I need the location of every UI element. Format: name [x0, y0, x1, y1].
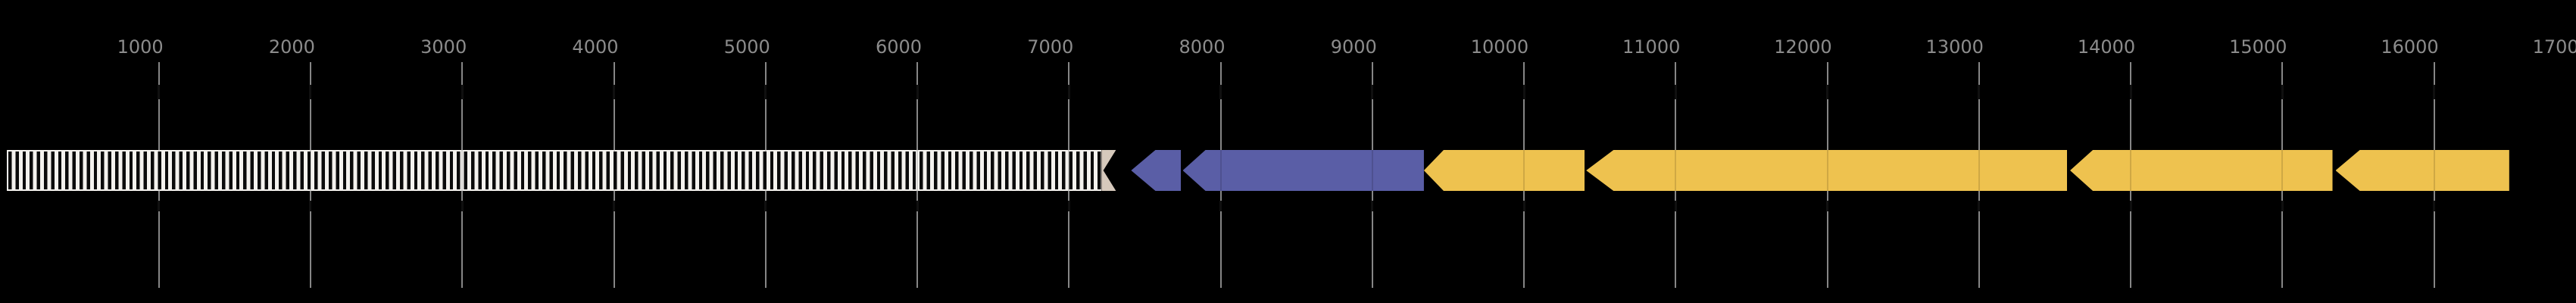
tick-mark-bottom [2129, 201, 2132, 211]
axis-tick-label: 12000 [1774, 36, 1832, 58]
tick-mark-top [2129, 85, 2132, 99]
tick-mark-bottom [1522, 201, 1525, 211]
axis-tick-label: 8000 [1179, 36, 1226, 58]
gene-arrow-2 [1182, 150, 1424, 191]
axis-tick-label: 14000 [2077, 36, 2136, 58]
gene-arrow-1 [1131, 150, 1182, 191]
gene-arrow-6 [2335, 150, 2509, 191]
tick-mark-bottom [1067, 201, 1070, 211]
axis-tick-label: 1000 [117, 36, 164, 58]
tick-mark-bottom [1219, 201, 1222, 211]
tick-mark-bottom [1674, 201, 1677, 211]
tick-mark-top [613, 85, 615, 99]
hatched-region [7, 150, 1102, 191]
tick-mark-top [1826, 85, 1829, 99]
tick-mark-top [2281, 85, 2284, 99]
gene-arrow-4 [1586, 150, 2068, 191]
tick-mark-bottom [916, 201, 919, 211]
tick-mark-top [158, 85, 161, 99]
axis-tick-label: 11000 [1622, 36, 1681, 58]
tick-mark-bottom [764, 201, 767, 211]
tick-mark-top [309, 85, 312, 99]
axis-tick-label: 3000 [420, 36, 467, 58]
tick-mark-bottom [158, 201, 161, 211]
gridline-feature-overlay [2130, 150, 2132, 191]
gridline-feature-overlay [1978, 150, 1980, 191]
axis-tick-label: 15000 [2229, 36, 2287, 58]
gridline-feature-overlay [1826, 150, 1828, 191]
gridline-feature-overlay [1523, 150, 1525, 191]
axis-tick-label: 2000 [268, 36, 315, 58]
gridline-feature-overlay [2281, 150, 2284, 191]
tick-mark-bottom [1826, 201, 1829, 211]
tick-mark-top [1219, 85, 1222, 99]
gridline-feature-overlay [309, 150, 311, 191]
axis-tick-label: 6000 [875, 36, 923, 58]
tick-mark-bottom [2281, 201, 2284, 211]
hatch-stripes [8, 152, 1102, 189]
tick-mark-bottom [613, 201, 615, 211]
gridline-feature-overlay [2433, 150, 2435, 191]
axis-tick-label: 4000 [572, 36, 619, 58]
tick-mark-top [916, 85, 919, 99]
tick-mark-bottom [461, 201, 464, 211]
tick-mark-bottom [2433, 201, 2436, 211]
axis-tick-label: 13000 [1925, 36, 1984, 58]
tick-mark-bottom [1371, 201, 1374, 211]
gridline-feature-overlay [461, 150, 464, 191]
tick-mark-top [1371, 85, 1374, 99]
gridline-feature-overlay [764, 150, 767, 191]
tick-mark-top [764, 85, 767, 99]
tick-mark-bottom [309, 201, 312, 211]
gridline-feature-overlay [1675, 150, 1677, 191]
tick-mark-top [1978, 85, 1981, 99]
tick-mark-top [1522, 85, 1525, 99]
axis-tick-label: 17000 [2532, 36, 2576, 58]
tick-mark-top [1067, 85, 1070, 99]
axis-tick-label: 9000 [1330, 36, 1377, 58]
gridline-feature-overlay [158, 150, 160, 191]
gridline-feature-overlay [1371, 150, 1373, 191]
gridline-feature-overlay [916, 150, 919, 191]
gridline-feature-overlay [1219, 150, 1222, 191]
gridline-feature-overlay [1068, 150, 1070, 191]
axis-tick-label: 10000 [1470, 36, 1529, 58]
tick-mark-top [1674, 85, 1677, 99]
gridline-feature-overlay [613, 150, 615, 191]
tick-mark-top [2433, 85, 2436, 99]
tick-mark-bottom [1978, 201, 1981, 211]
gene-arrow-3 [1423, 150, 1585, 191]
axis-tick-label: 16000 [2381, 36, 2439, 58]
gene-arrow-5 [2070, 150, 2333, 191]
hatched-region-end-cap [1101, 150, 1116, 191]
tick-mark-top [461, 85, 464, 99]
axis-tick-label: 5000 [723, 36, 770, 58]
axis-tick-label: 7000 [1027, 36, 1074, 58]
